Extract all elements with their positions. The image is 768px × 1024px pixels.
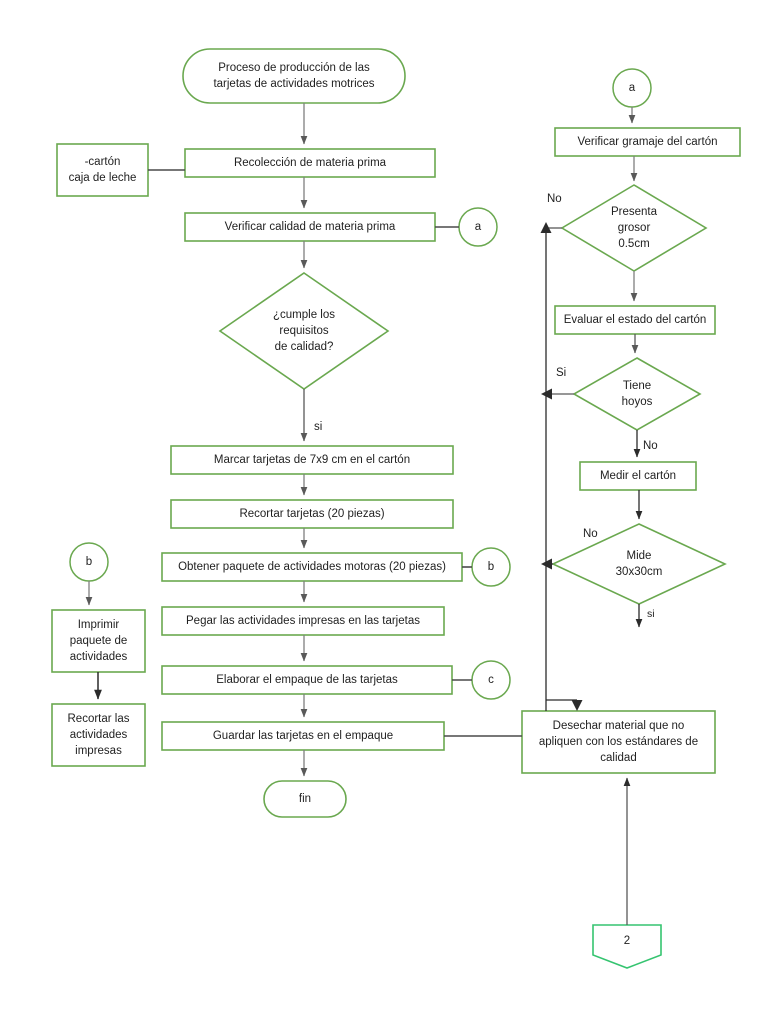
node-shape-glue-activities <box>161 606 445 636</box>
node-shape-discard <box>521 710 716 774</box>
node-shape-decision-thickness <box>560 184 708 272</box>
node-shape-print-package <box>51 609 146 673</box>
node-shape-verify-grammage <box>554 127 741 157</box>
node-shape-evaluate-state <box>554 305 716 335</box>
edge-reject-rail <box>540 222 583 711</box>
node-shape-decision-quality <box>218 272 390 390</box>
edge-label-holes-no: No <box>643 440 658 452</box>
edge-label-holes-yes: Si <box>556 367 567 379</box>
edge-label-thickness-no: No <box>547 193 562 205</box>
connector-circle-a-mid <box>458 207 498 247</box>
node-shape-get-package <box>161 552 463 582</box>
edge-label-quality-yes: si <box>314 421 323 433</box>
node-shape-make-packaging <box>161 665 453 695</box>
node-shape-verify-quality <box>184 212 436 242</box>
connector-circle-a-top-right <box>612 68 652 108</box>
node-shape-decision-holes <box>572 357 702 431</box>
node-shape-mark-cards <box>170 445 454 475</box>
node-shape-collect <box>184 148 436 178</box>
node-shape-cut-cards <box>170 499 454 529</box>
node-shape-store-cards <box>161 721 445 751</box>
node-shape-offpage-2 <box>592 924 662 969</box>
node-shape-start <box>182 48 406 104</box>
node-shape-end <box>263 780 347 818</box>
edge-label-size-yes: si <box>647 608 655 620</box>
connector-circle-c-right <box>471 660 511 700</box>
connector-circle-b-left <box>69 542 109 582</box>
node-shape-measure-card <box>579 461 697 491</box>
connector-circle-b-right <box>471 547 511 587</box>
node-shape-cut-printed <box>51 703 146 767</box>
node-shape-decision-size <box>551 523 727 605</box>
edge-label-size-no: No <box>583 528 598 540</box>
node-shape-note-materials <box>56 143 149 197</box>
